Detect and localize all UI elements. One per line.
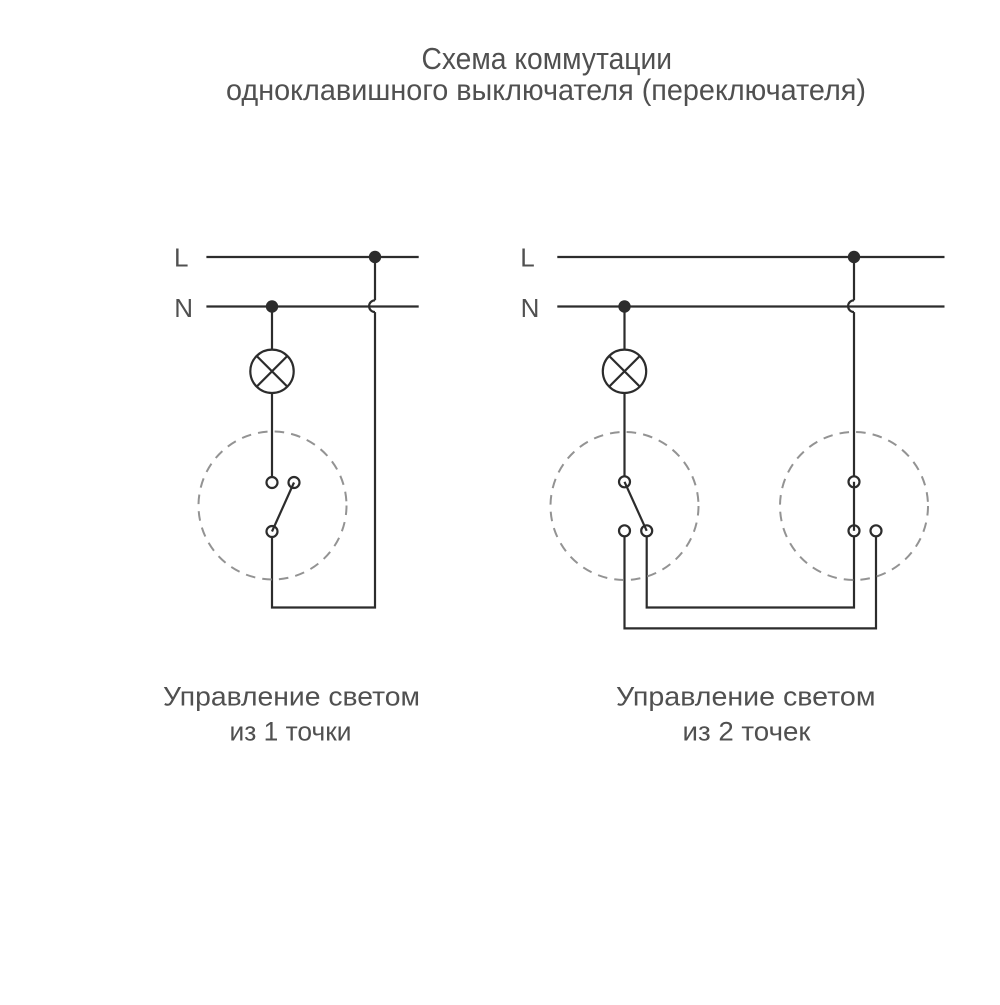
svg-text:L: L xyxy=(520,243,534,273)
svg-text:из 2 точек: из 2 точек xyxy=(683,717,811,747)
svg-text:Управление светом: Управление светом xyxy=(616,682,876,712)
svg-text:N: N xyxy=(174,293,193,323)
svg-text:L: L xyxy=(174,243,188,273)
svg-text:одноклавишного выключателя (пе: одноклавишного выключателя (переключател… xyxy=(226,74,866,107)
svg-text:N: N xyxy=(521,293,540,323)
svg-text:Управление светом: Управление светом xyxy=(163,682,420,712)
svg-text:Схема коммутации: Схема коммутации xyxy=(422,41,673,76)
svg-text:из 1 точки: из 1 точки xyxy=(230,717,352,747)
